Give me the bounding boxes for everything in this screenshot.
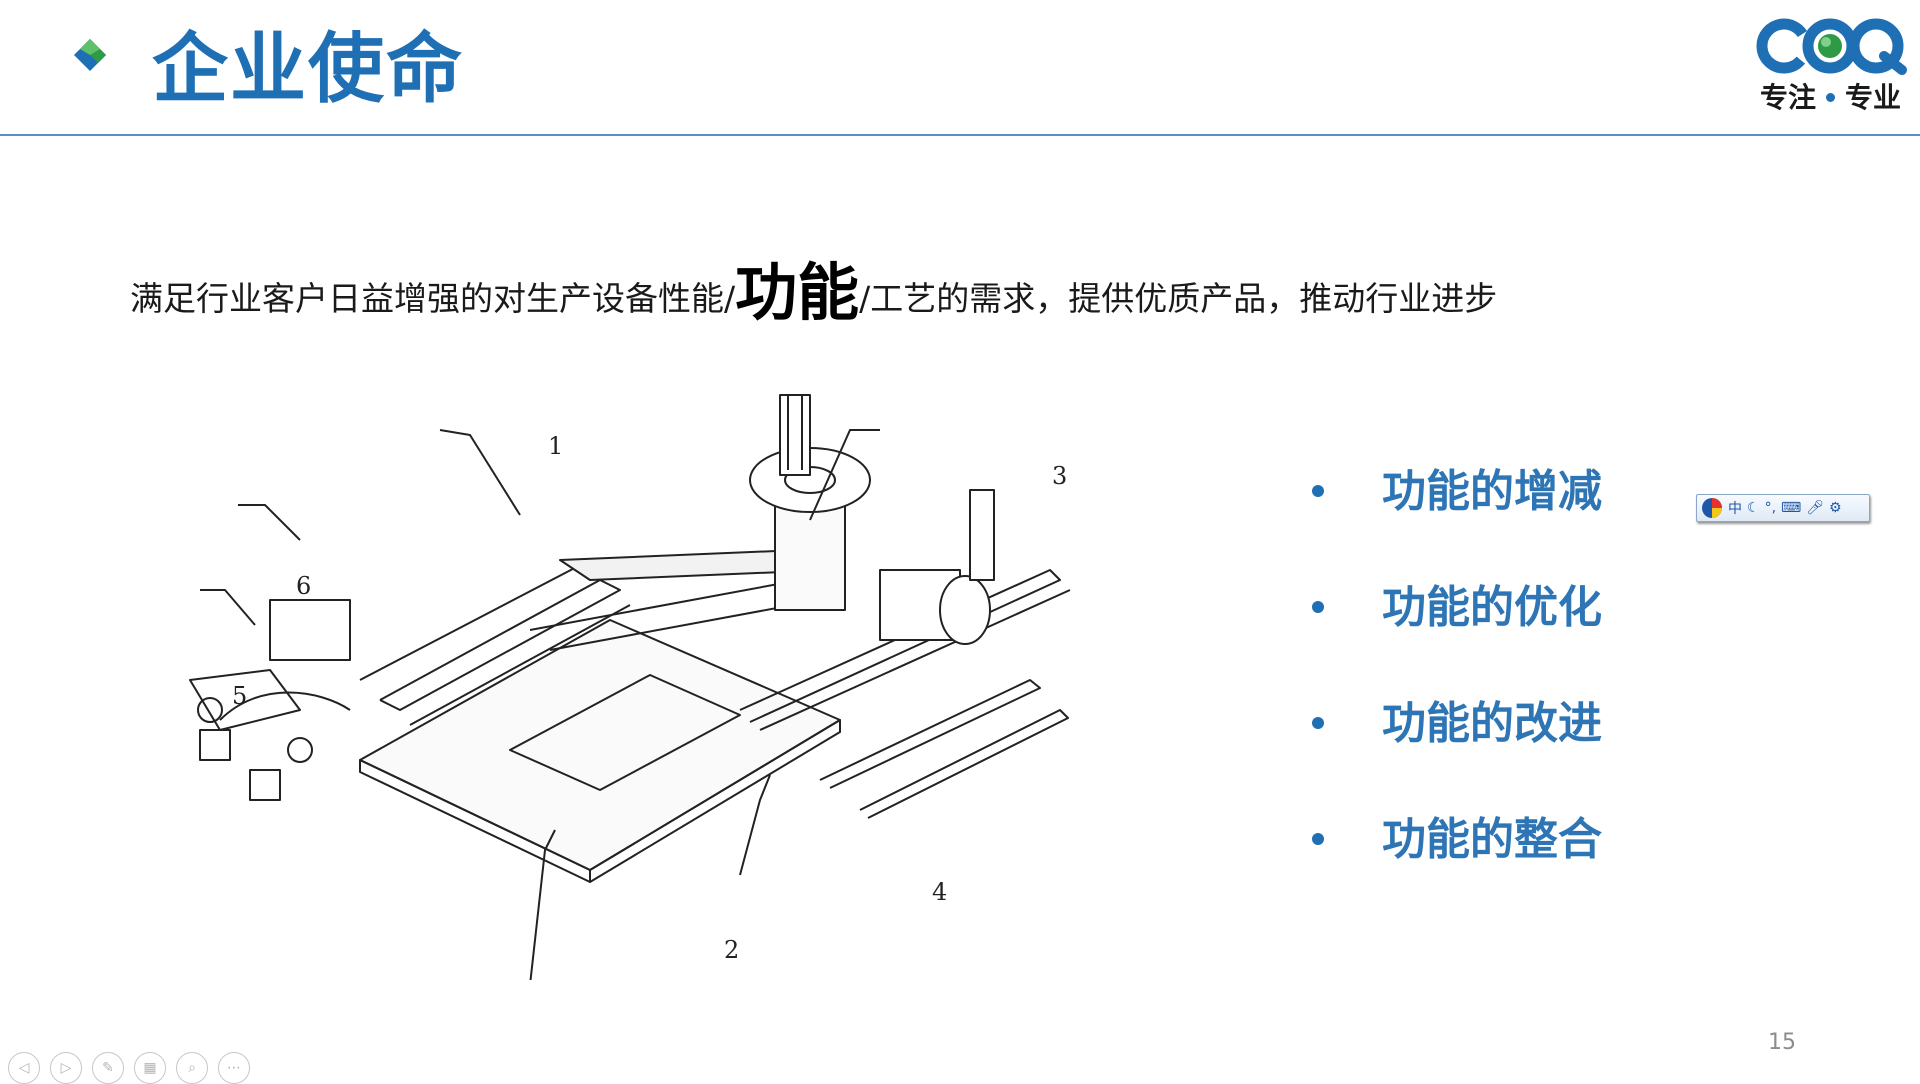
callout-3: 3 (1052, 462, 1068, 490)
pen-icon[interactable]: ✎ (92, 1052, 124, 1084)
machine-technical-drawing (189, 394, 1071, 980)
bullet-label: 功能的改进 (1382, 698, 1602, 749)
bullet-label: 功能的增减 (1382, 466, 1602, 517)
title-diamond-icon (74, 39, 106, 71)
callout-2: 2 (724, 936, 740, 964)
logo-slogan-right: 专业 (1845, 81, 1902, 114)
gear-icon[interactable]: ⚙ (1829, 500, 1842, 516)
bullet-dot (1312, 601, 1324, 613)
punctuation-icon[interactable]: °, (1764, 500, 1777, 516)
next-slide-icon[interactable]: ▷ (50, 1052, 82, 1084)
page-title: 企业使命 (152, 24, 464, 113)
company-logo (1756, 18, 1907, 75)
zoom-icon[interactable]: ⌕ (176, 1052, 208, 1084)
microphone-icon[interactable]: 🎤︎ (1806, 500, 1825, 516)
moon-icon[interactable]: ☾ (1747, 500, 1760, 516)
header-divider (0, 134, 1920, 136)
callout-4: 4 (932, 878, 948, 906)
bullet-dot (1312, 833, 1324, 845)
mission-text-before: 满足行业客户日益增强的对生产设备性能/ (130, 279, 736, 318)
more-options-icon[interactable]: ⋯ (218, 1052, 250, 1084)
bullet-dot (1312, 717, 1324, 729)
ime-logo-icon[interactable] (1701, 497, 1723, 519)
ime-mode-toggle[interactable]: 中 (1728, 501, 1742, 517)
previous-slide-icon[interactable]: ◁ (8, 1052, 40, 1084)
bullet-dot (1312, 485, 1324, 497)
mission-emphasis: 功能 (735, 256, 860, 329)
mission-statement: 满足行业客户日益增强的对生产设备性能/功能/工艺的需求，提供优质产品，推动行业进… (130, 258, 1497, 334)
bullet-label: 功能的整合 (1382, 814, 1602, 865)
logo-slogan-left: 专注 (1760, 81, 1817, 114)
slideshow-nav: ◁ ▷ ✎ ▦ ⌕ ⋯ (8, 1052, 250, 1084)
callout-1: 1 (548, 432, 564, 460)
callout-6: 6 (296, 572, 312, 600)
page-number: 15 (1768, 1030, 1796, 1055)
logo-slogan: 专注专业 (1760, 76, 1910, 116)
keyboard-icon[interactable]: ⌨ (1781, 500, 1802, 516)
callout-5: 5 (232, 682, 248, 710)
mission-text-after: /工艺的需求，提供优质产品，推动行业进步 (859, 279, 1498, 318)
ime-toolbar[interactable]: 中 ☾ °, ⌨ 🎤︎ ⚙ (1696, 494, 1870, 522)
logo-dot (1826, 92, 1836, 102)
bullet-label: 功能的优化 (1382, 582, 1602, 633)
slides-overview-icon[interactable]: ▦ (134, 1052, 166, 1084)
